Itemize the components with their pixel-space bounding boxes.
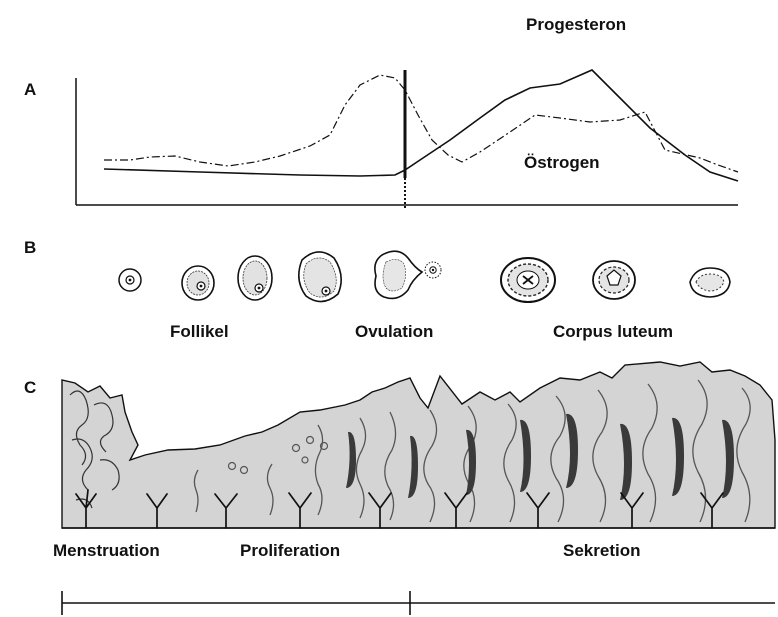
endometrium-tissue: [62, 362, 775, 528]
